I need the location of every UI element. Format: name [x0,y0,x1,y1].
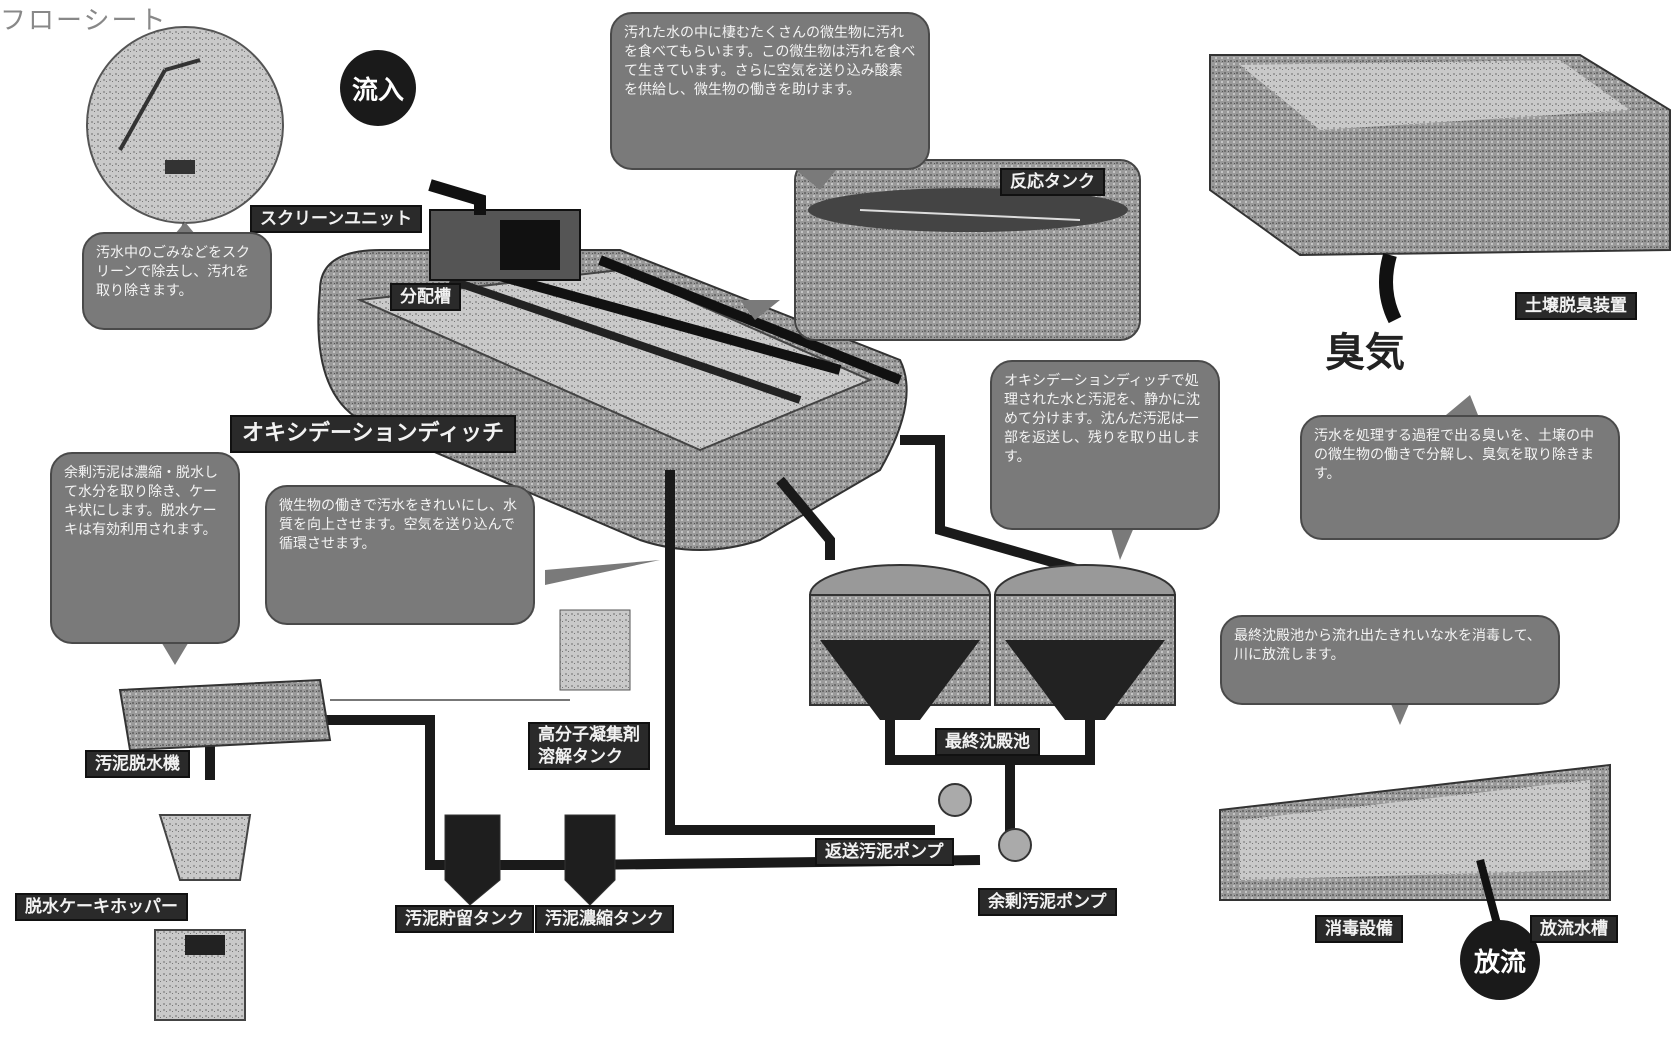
pipes [205,435,1095,870]
dewatering-machine-drawing [118,678,332,752]
oxidation-bubble: 微生物の働きで汚水をきれいにし、水質を向上させます。空気を送り込んで循環させます… [265,485,535,625]
outflow-badge: 放流 [1460,920,1540,1000]
soil-deodorizer-drawing [1209,54,1671,324]
sludge-tanks-drawing [444,814,616,906]
page-title: フローシート [0,6,168,36]
sludge-storage-label: 汚泥貯留タンク [395,905,534,933]
distribution-tank-label: 分配槽 [390,283,461,311]
soil-deodorizer-label: 土壌脱臭装置 [1515,292,1637,320]
polymer-tank-label: 高分子凝集剤 溶解タンク [528,722,650,770]
deodor-bubble: 汚水を処理する過程で出る臭いを、土壌の中の微生物の働きで分解し、臭気を取り除きま… [1300,415,1620,540]
dewatering-bubble: 余剰汚泥は濃縮・脱水して水分を取り除き、ケーキ状にします。脱水ケーキは有効利用さ… [50,452,240,644]
excess-pump-label: 余剰汚泥ポンプ [978,888,1117,916]
excess-pump-drawing [998,828,1032,862]
discharge-tank-label: 放流水槽 [1530,915,1618,943]
polymer-tank-drawing [330,609,631,701]
aeration-cutaway [794,159,1141,341]
sedimentation-tanks-drawing [809,564,1176,720]
dewatering-label: 汚泥脱水機 [85,750,190,778]
sedimentation-label: 最終沈殿池 [935,728,1040,756]
reaction-tank-label: 反応タンク [1000,168,1105,196]
return-pump-drawing [938,783,972,817]
oxidation-ditch-drawing [317,209,908,551]
oxidation-ditch-label: オキシデーションディッチ [230,415,517,453]
disinfection-basin-drawing [1219,763,1611,937]
cake-hopper-label: 脱水ケーキホッパー [15,893,188,921]
cake-hopper-drawing [158,814,252,881]
inflow-badge: 流入 [340,50,416,126]
return-pump-label: 返送汚泥ポンプ [815,838,954,866]
disinfection-label: 消毒設備 [1315,915,1403,943]
microbes-bubble: 汚れた水の中に棲むたくさんの微生物に汚れを食べてもらいます。この微生物は汚れを食… [610,12,930,170]
odor-text: 臭気 [1325,330,1405,376]
disinfection-bubble: 最終沈殿池から流れ出たきれいな水を消毒して、川に放流します。 [1220,615,1560,705]
screen-unit-label: スクリーンユニット [250,205,423,233]
screen-bubble: 汚水中のごみなどをスクリーンで除去し、汚れを取り除きます。 [82,232,272,330]
sludge-thickening-label: 汚泥濃縮タンク [535,905,674,933]
sedimentation-bubble: オキシデーションディッチで処理された水と汚泥を、静かに沈めて分けます。沈んだ汚泥… [990,360,1220,530]
